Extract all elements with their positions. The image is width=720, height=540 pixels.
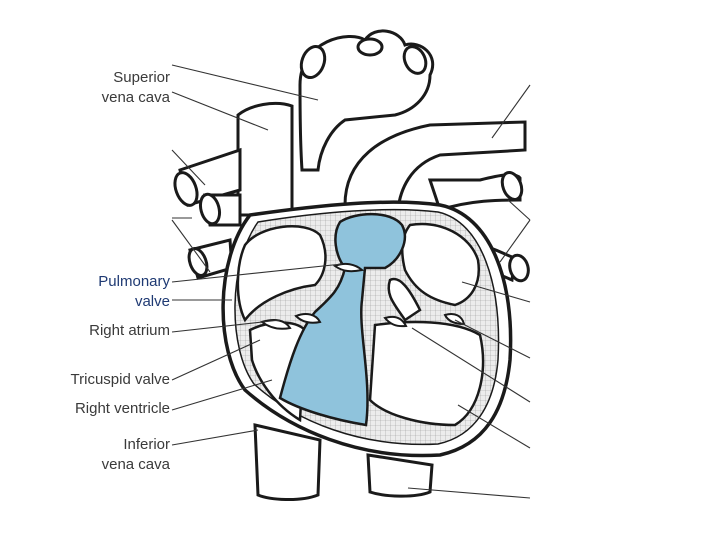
pulmonary-blood-path — [278, 212, 407, 427]
pulmonary-valve-flap — [332, 262, 365, 273]
label-inferior-vena-cava: Inferior vena cava — [102, 435, 170, 475]
label-tricuspid-valve: Tricuspid valve — [70, 371, 170, 388]
left-ventricle-chamber — [368, 320, 485, 427]
label-pulmonary-valve-line1: Pulmonary — [98, 273, 170, 290]
superior-vena-cava — [173, 101, 294, 280]
pulmonary-artery-trunk — [343, 120, 530, 283]
label-superior-vena-cava-line2: vena cava — [101, 89, 170, 106]
mitral-valve-flap-left — [383, 315, 408, 328]
label-right-ventricle: Right ventricle — [74, 400, 170, 417]
left-atrium-chamber — [401, 222, 481, 307]
leader-lines-right — [407, 84, 531, 499]
mitral-leaflet — [387, 277, 422, 322]
label-right-atrium: Right atrium — [89, 322, 170, 339]
right-atrium-chamber — [236, 225, 327, 323]
inferior-vena-cava — [253, 423, 434, 501]
label-pulmonary-valve-line2: valve — [134, 293, 170, 310]
tricuspid-valve-flap-left — [259, 319, 292, 330]
label-superior-vena-cava-line1: Superior — [113, 69, 170, 86]
aortic-arch — [298, 29, 434, 172]
label-superior-vena-cava: Superior vena cava — [102, 68, 170, 108]
leader-lines-left — [171, 64, 343, 446]
label-inferior-vena-cava-line1: Inferior — [123, 436, 170, 453]
label-inferior-vena-cava-line2: vena cava — [101, 456, 170, 473]
label-pulmonary-valve: Pulmonary valve — [98, 272, 170, 312]
tricuspid-valve-flap-right — [294, 313, 322, 324]
